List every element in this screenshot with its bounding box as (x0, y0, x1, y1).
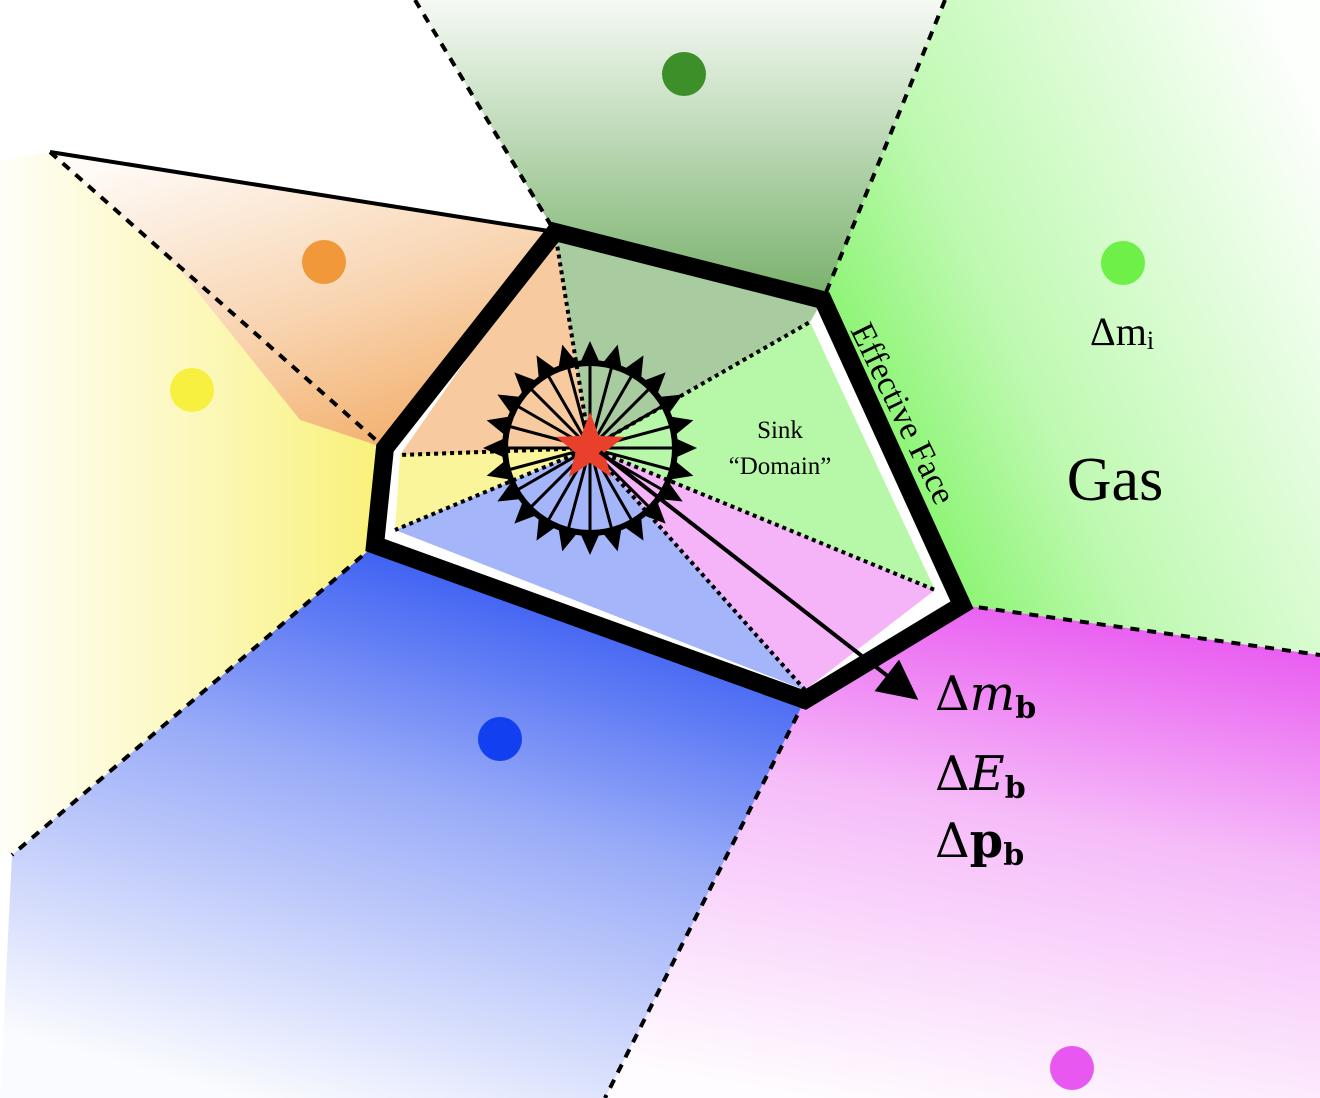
sink-arrowhead (536, 355, 555, 378)
delta-symbol: Δ (935, 746, 970, 802)
edge-bottom-right (603, 699, 807, 1098)
edge-left-top-dashed (48, 150, 387, 450)
effective-face-boundary (365, 221, 974, 710)
sink-arrowhead (671, 461, 694, 480)
boundary-flux-labels: Δmb ΔEb Δpb (935, 666, 1036, 873)
mass-symbol: m (970, 666, 1016, 722)
dark-green-gas-point (662, 52, 706, 96)
magenta-gas-point (1050, 1046, 1094, 1090)
sink-arrowhead (603, 529, 622, 552)
edge-left-top (49, 150, 556, 234)
boundary-subscript: b (1015, 691, 1036, 726)
delta-e-b-label: ΔEb (935, 746, 1026, 806)
sink-arrowhead (558, 529, 577, 552)
orange-gas-point (302, 240, 346, 284)
light-green-subcell (590, 322, 935, 590)
magenta-subcell (590, 448, 935, 690)
sink-domain-label-line1: Sink (757, 417, 803, 444)
blue-subcell (395, 448, 805, 690)
magenta-cell (605, 605, 1320, 1098)
sink-star-icon (555, 412, 625, 478)
spoke-right (589, 446, 936, 592)
sink-arrowhead (486, 416, 509, 435)
dark-green-cell (415, 0, 945, 300)
sink-arrowhead (625, 518, 644, 541)
energy-symbol: E (969, 746, 1005, 802)
sink-domain-subcells (395, 232, 935, 690)
spoke-lower-right (588, 446, 807, 692)
momentum-symbol: p (970, 813, 1004, 869)
sink-arrowhead (497, 394, 520, 413)
sink-domain-label-line2: “Domain” (729, 453, 832, 480)
blue-gas-point (478, 717, 522, 761)
spoke-lower-left (394, 446, 591, 532)
delta-m-i-sub: i (1147, 326, 1154, 355)
light-green-cell (823, 0, 1320, 655)
gas-points (170, 52, 1145, 1090)
sink-arrowhead (514, 372, 535, 393)
delta-m-i-base: Δm (1090, 309, 1147, 354)
sink-arrowhead (645, 372, 666, 393)
flux-arrow (598, 450, 919, 700)
delta-p-b-label: Δpb (935, 813, 1024, 873)
gas-label: Gas (1067, 446, 1163, 514)
sink-arrowhead (497, 483, 520, 502)
sink-arrowhead (603, 344, 622, 367)
edge-bottom-left (10, 543, 377, 857)
delta-m-i-label: Δmi (1090, 309, 1154, 355)
blue-cell (0, 545, 805, 1098)
sink-arrowhead (660, 483, 683, 502)
boundary-subscript: b (1003, 838, 1024, 873)
sink-arrowhead (625, 355, 644, 378)
delta-symbol: Δ (935, 813, 970, 869)
light-green-gas-point (1101, 241, 1145, 285)
sink-arrowhead (677, 439, 697, 457)
sink-arrowhead (558, 344, 577, 367)
boundary-subscript: b (1005, 771, 1026, 806)
edge-top-left (413, 0, 557, 234)
sink-arrowhead (645, 503, 666, 524)
sink-arrowhead (483, 439, 503, 457)
delta-symbol: Δ (935, 666, 970, 722)
orange-cell (50, 152, 555, 448)
sink-arrowhead (581, 341, 599, 361)
sink-arrowhead (660, 394, 683, 413)
sink-arrowhead (514, 503, 535, 524)
voronoi-edges (10, 0, 1320, 1098)
yellow-cell (0, 152, 385, 855)
sink-arrowhead (486, 461, 509, 480)
sink-arrowhead (671, 416, 694, 435)
yellow-gas-point (170, 368, 214, 412)
edge-top-right (821, 0, 947, 301)
sink-arrowhead (581, 535, 599, 555)
sink-arrowhead (536, 518, 555, 541)
delta-m-b-label: Δmb (935, 666, 1036, 726)
